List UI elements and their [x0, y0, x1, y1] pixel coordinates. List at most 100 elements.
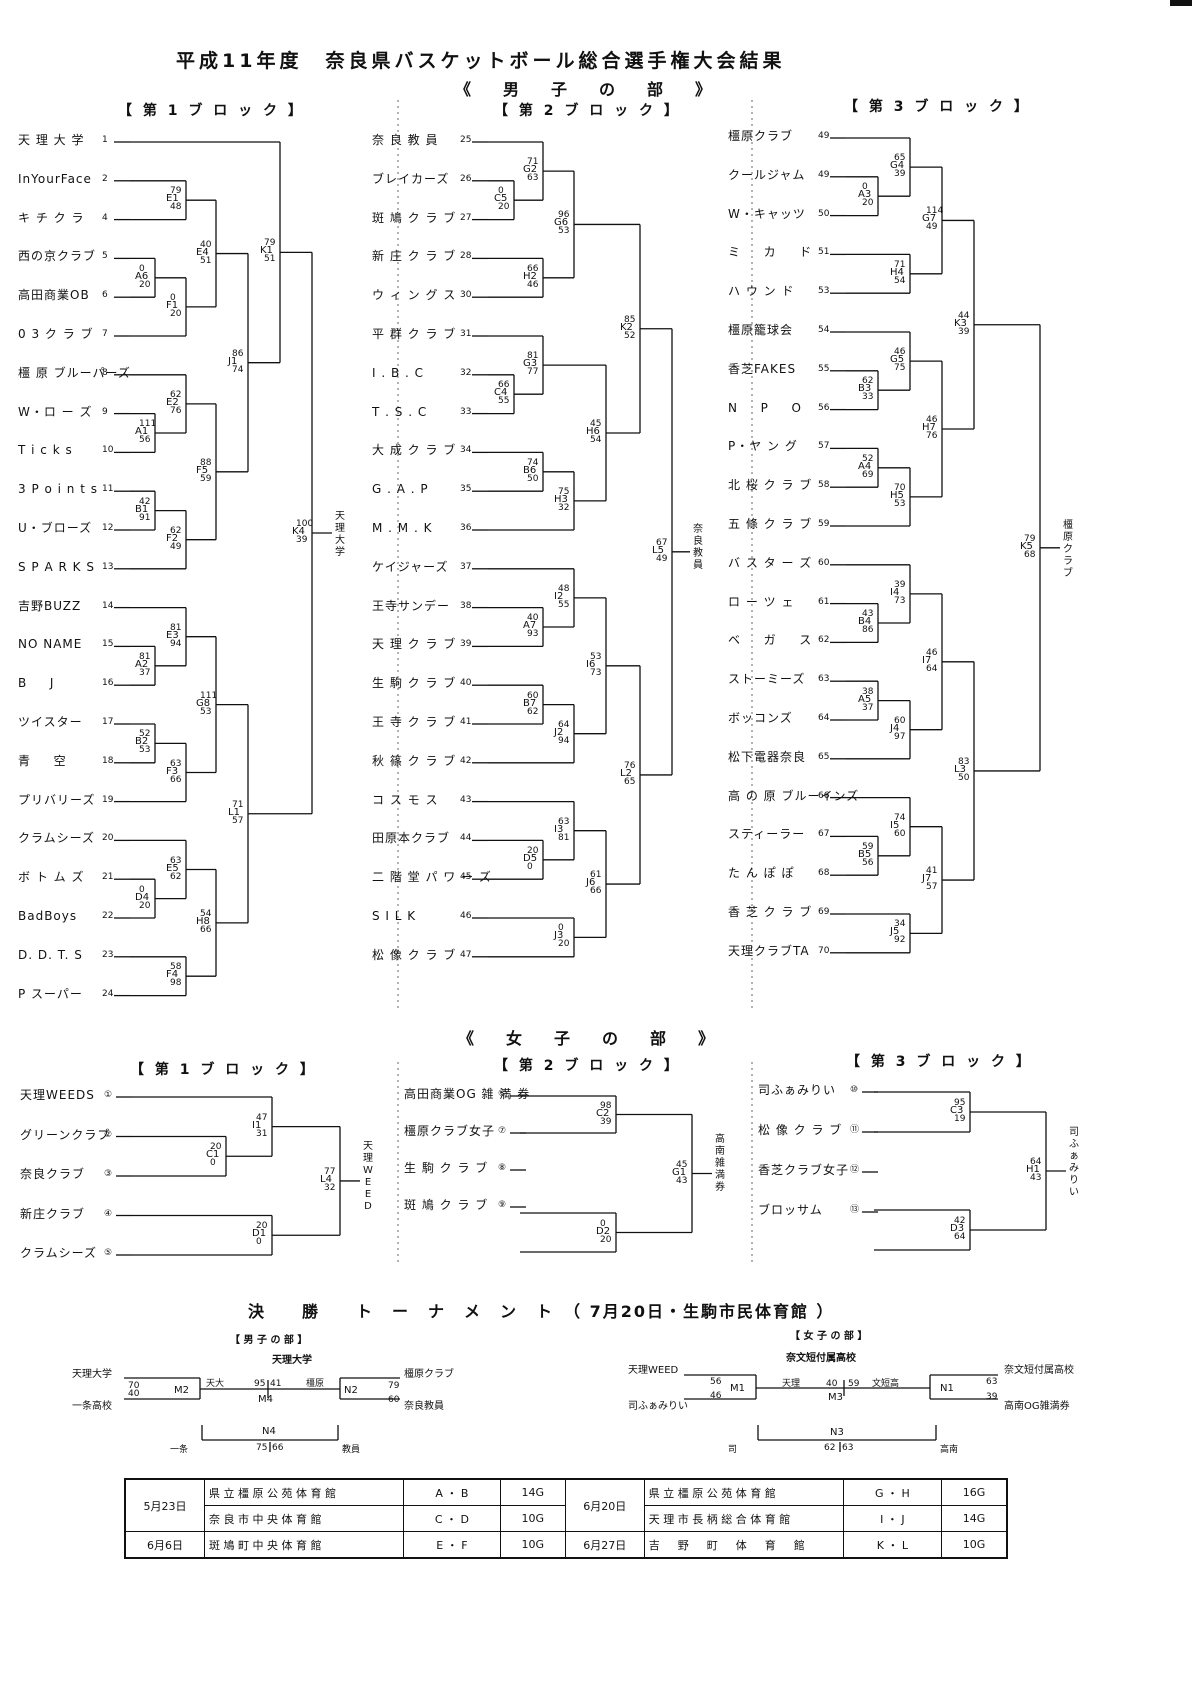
schedule-cell: 県 立 橿 原 公 苑 体 育 館 — [643, 1478, 844, 1506]
women-b1-team: 新庄クラブ — [20, 1206, 86, 1221]
score: 56 — [862, 857, 874, 868]
men-b1-seed: 10 — [102, 445, 114, 456]
men-b3-seed: 49 — [818, 131, 830, 141]
score: 32 — [324, 1182, 336, 1193]
men-b1-team: 橿 原 ブルーパーズ — [18, 365, 131, 380]
women-b2-seed: ⑦ — [498, 1126, 507, 1136]
schedule-cell: 奈 良 市 中 央 体 育 館 — [204, 1505, 404, 1532]
women-b2-seed: ⑧ — [498, 1163, 507, 1173]
match-label: H1 — [1026, 1164, 1040, 1175]
score: 43 — [676, 1175, 688, 1186]
men-b1-seed: 18 — [102, 755, 114, 766]
final-women-n3-left: 司 — [728, 1445, 738, 1455]
men-b1-team: 高田商業OB — [18, 288, 90, 303]
score: 48 — [170, 202, 182, 213]
score: 0 — [862, 182, 868, 193]
women-b1-seed: ⑤ — [104, 1248, 113, 1258]
score: 20 — [498, 202, 510, 213]
score: 76 — [926, 431, 938, 441]
final-women-team: 司ふぁみりい — [628, 1401, 688, 1412]
score: 77 — [324, 1166, 336, 1177]
score: 20 — [256, 1221, 268, 1232]
men-b3-team: た ん ぽ ぽ — [728, 866, 795, 881]
page-corner-mark — [1170, 0, 1192, 6]
score: 0 — [256, 1237, 262, 1248]
women-b2-team: 橿原クラブ女子 — [404, 1124, 496, 1138]
match-label: E3 — [166, 629, 179, 641]
final-men-m4-left: 天大 — [206, 1379, 225, 1389]
final-women-team: 高南OG雑満券 — [1004, 1401, 1070, 1412]
match-label: C3 — [950, 1105, 964, 1116]
match-label: G7 — [922, 213, 937, 225]
score: 59 — [200, 473, 212, 484]
men-b3-seed: 66 — [818, 790, 830, 801]
score: 66 — [170, 774, 182, 785]
schedule-cell: 6月27日 — [564, 1531, 645, 1559]
score: 59 — [848, 1379, 860, 1389]
final-men-team: 奈良教員 — [404, 1401, 444, 1412]
match-label: L5 — [652, 544, 664, 556]
score: 66 — [200, 924, 212, 935]
score: 40 — [200, 239, 212, 250]
score: 46 — [926, 647, 938, 658]
men-b1-team: B J — [18, 676, 55, 691]
men-b1-winner: 天理大学 — [335, 511, 345, 559]
women-b1-team: 奈良クラブ — [20, 1167, 86, 1181]
men-b3-team: 天理クラブTA — [728, 943, 810, 958]
final-women-team: 天理WEED — [628, 1365, 679, 1376]
men-b2-seed: 39 — [460, 639, 472, 650]
men-b1-seed: 4 — [102, 212, 108, 223]
women-b2-seed: ⑨ — [498, 1200, 507, 1210]
men-b3-seed: 69 — [818, 907, 830, 917]
score: 54 — [200, 908, 212, 919]
score: 33 — [862, 392, 874, 403]
match-label: M1 — [730, 1383, 745, 1394]
score: 41 — [270, 1379, 282, 1389]
score: 81 — [558, 832, 570, 843]
score: 20 — [527, 845, 539, 856]
score: 38 — [862, 686, 874, 697]
men-heading: 《 男 子 の 部 》 — [455, 80, 720, 99]
match-label: L2 — [620, 767, 632, 779]
match-label: G5 — [890, 354, 905, 366]
schedule-cell: 14G — [499, 1478, 566, 1506]
score: 64 — [954, 1232, 966, 1242]
score: 70 — [894, 482, 906, 493]
score: 39 — [986, 1392, 998, 1402]
score: 63 — [170, 855, 182, 866]
men-b2-team: M . M . K — [372, 521, 433, 535]
men-b1-seed: 14 — [102, 600, 114, 611]
men-b1-team: W・ロ ー ズ — [18, 404, 93, 419]
men-b1-seed: 23 — [102, 949, 114, 960]
men-b1-team: ボ ト ム ズ — [18, 870, 85, 885]
men-b3-seed: 68 — [818, 868, 830, 879]
score: 79 — [170, 186, 182, 197]
match-label: J4 — [890, 722, 900, 734]
men-b3-seed: 61 — [818, 596, 830, 607]
men-b1-team: 青 空 — [18, 753, 67, 768]
score: 19 — [954, 1114, 966, 1124]
match-label: J2 — [554, 726, 564, 738]
score: 75 — [256, 1443, 268, 1453]
women-b1-seed: ④ — [104, 1208, 113, 1219]
score: 39 — [600, 1116, 612, 1127]
match-label: I7 — [922, 654, 932, 666]
men-b2-team: 王 寺 ク ラ ブ — [372, 715, 457, 729]
schedule-cell: 16G — [941, 1478, 1008, 1506]
match-label: H7 — [922, 422, 936, 433]
score: 20 — [139, 279, 151, 290]
score: 94 — [558, 735, 570, 746]
men-b3-team: ミ カ ド — [728, 245, 813, 260]
match-label: A7 — [523, 620, 537, 631]
match-label: A6 — [135, 270, 149, 282]
schedule-cell: 6月20日 — [564, 1478, 645, 1532]
women-b2-seed: ⑥ — [498, 1089, 507, 1099]
women-b1-seed: ③ — [104, 1169, 113, 1179]
men-b2-team: I . B . C — [372, 365, 425, 380]
men-b1-seed: 11 — [102, 484, 114, 495]
score: 20 — [210, 1142, 222, 1153]
match-label: B4 — [858, 616, 872, 627]
score: 0 — [527, 861, 533, 872]
match-label: J1 — [228, 355, 238, 367]
score: 47 — [256, 1112, 268, 1123]
